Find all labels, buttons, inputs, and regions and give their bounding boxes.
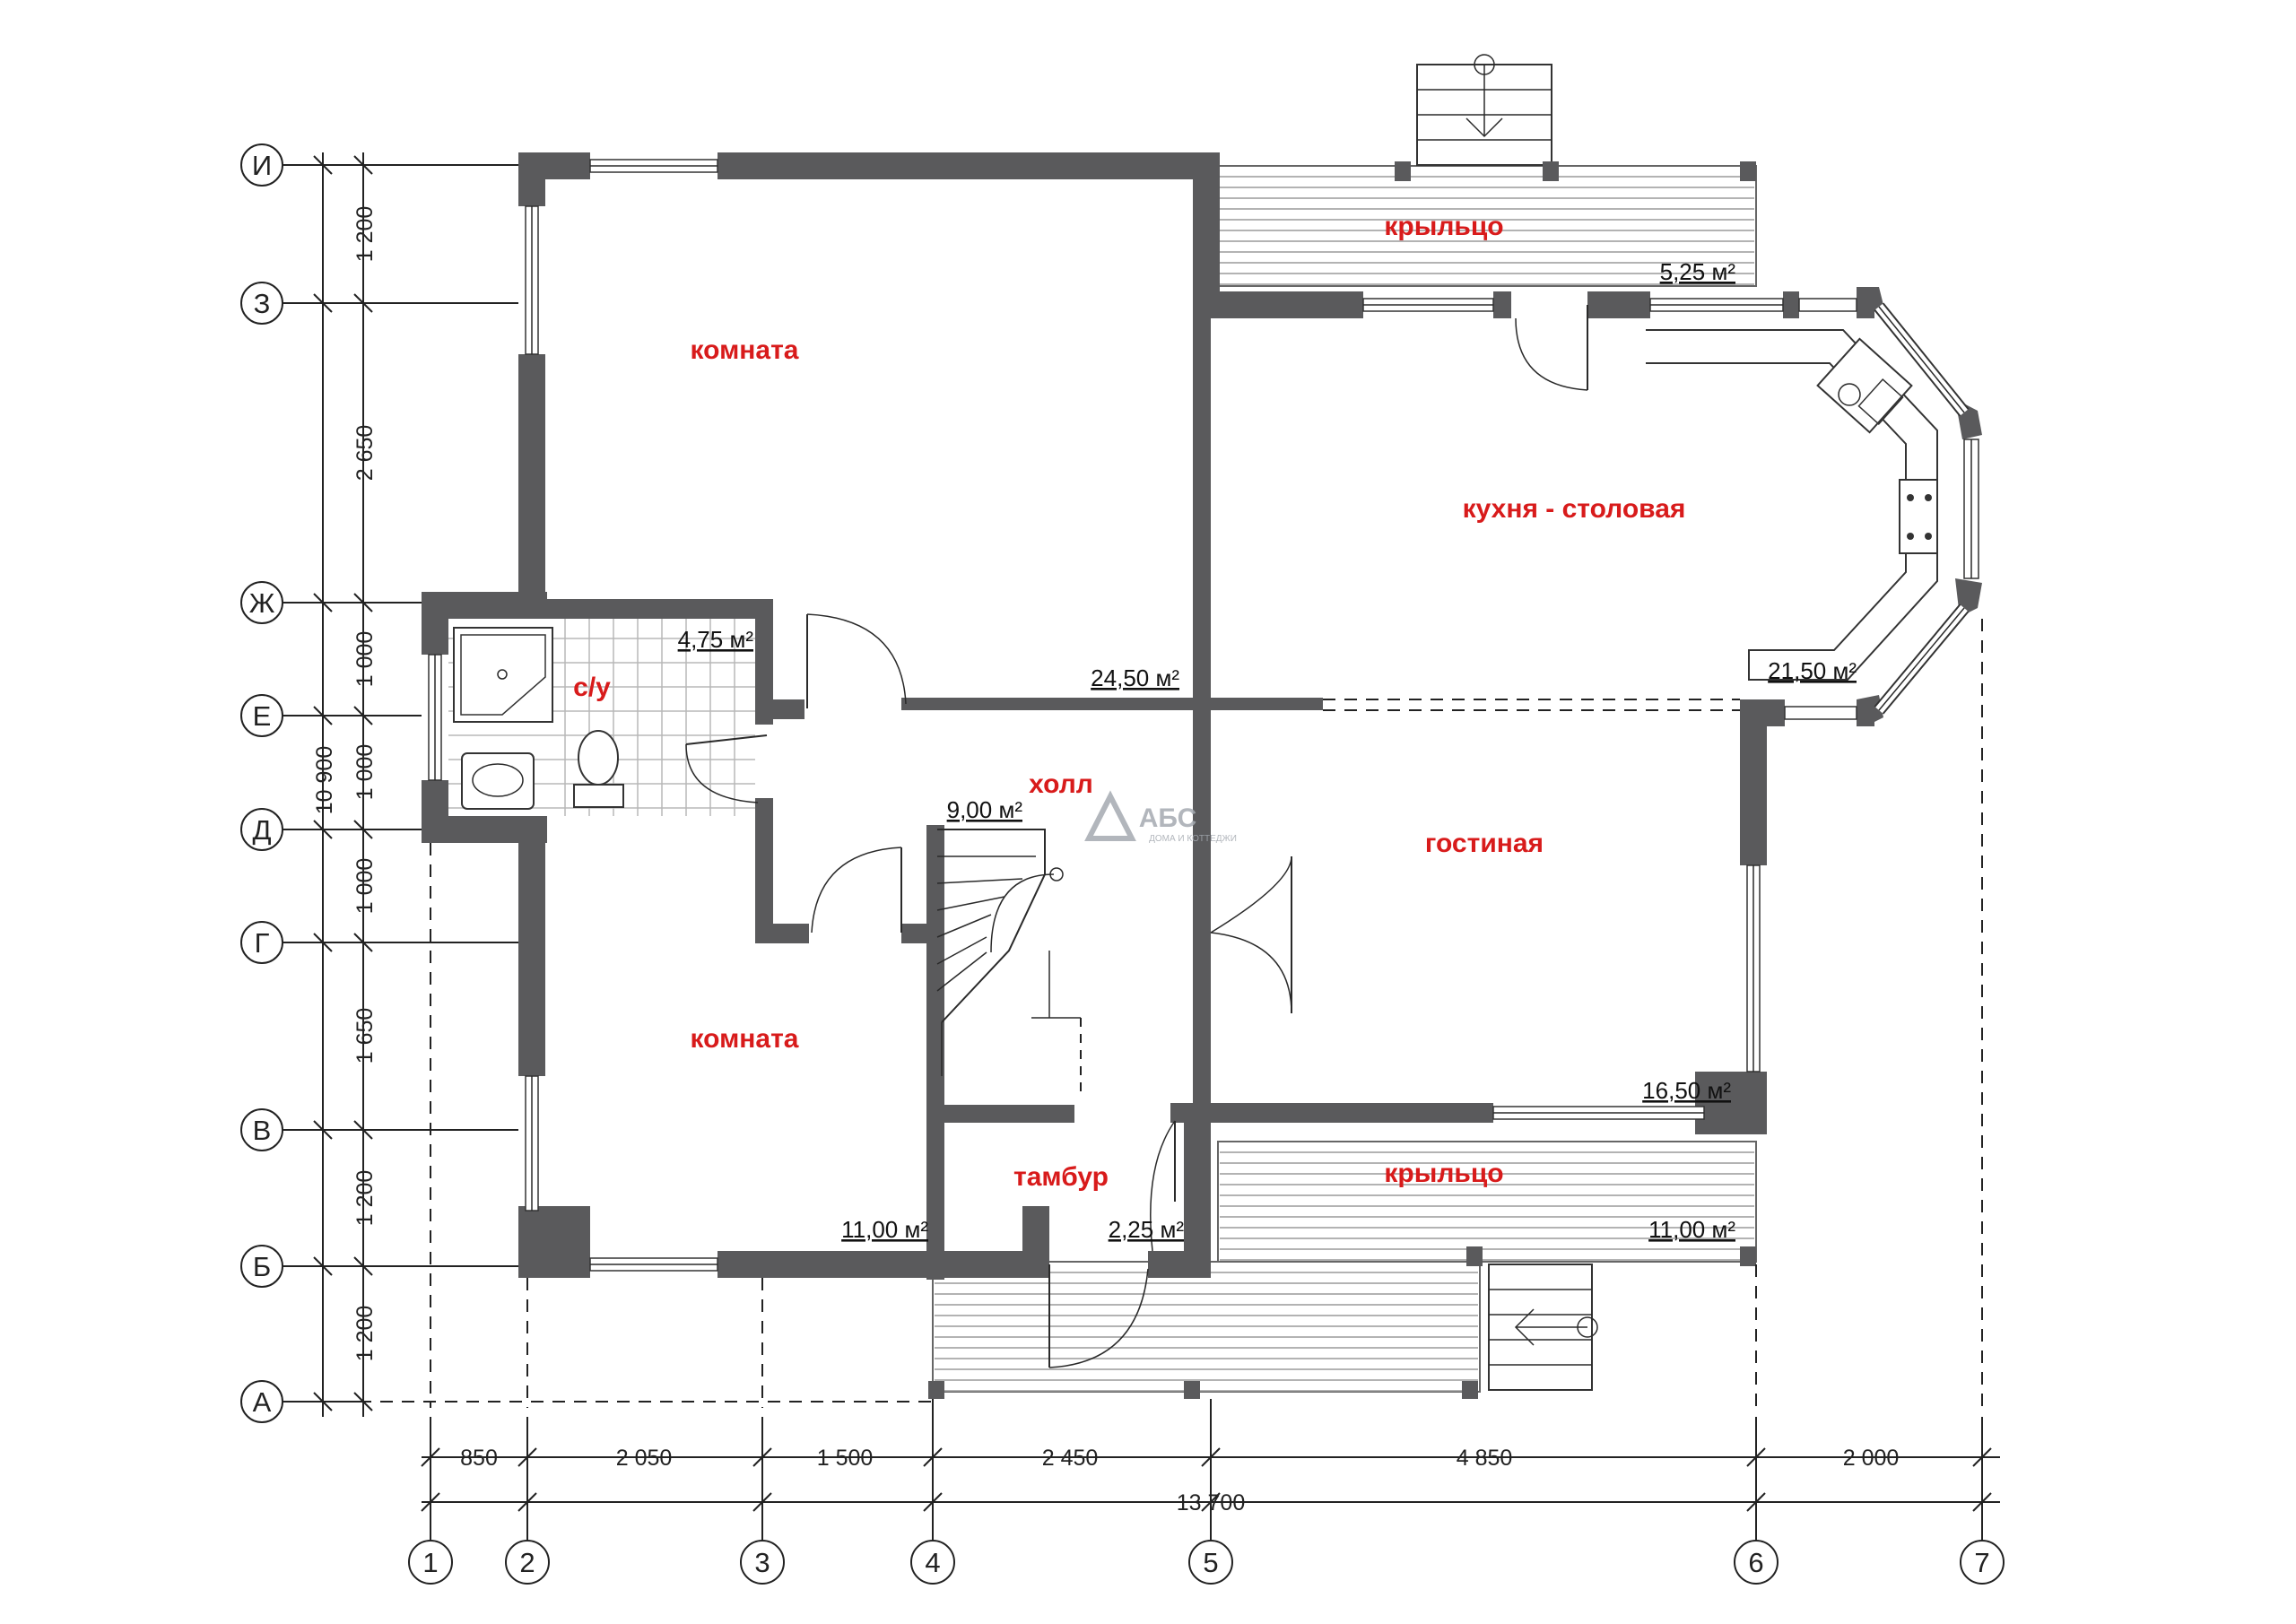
dim-v-8: 1 200	[352, 1306, 378, 1362]
axis-number-7: 7	[1974, 1547, 1989, 1578]
axis-letter-b: Б	[253, 1251, 271, 1282]
dim-v-6: 1 650	[352, 1008, 378, 1064]
doors	[685, 305, 1588, 1368]
axis-marker-i: И	[240, 143, 408, 187]
dim-h-2: 2 050	[616, 1446, 673, 1471]
logo-watermark: АБС ДОМА И КОТТЕДЖИ	[1084, 790, 1237, 844]
axis-letter-v: В	[253, 1115, 272, 1146]
axis-number-5: 5	[1203, 1547, 1218, 1578]
open-partition	[1323, 699, 1740, 711]
room-label-bathroom: с/у	[573, 673, 611, 702]
dim-h-4: 2 450	[1042, 1446, 1099, 1471]
dim-v-2: 2 650	[352, 425, 378, 482]
axis-marker-b: Б	[240, 1245, 408, 1288]
dim-v-total: 10 900	[312, 746, 337, 814]
area-kitchen-dining: 21,50 м²	[1768, 657, 1857, 684]
axis-letter-d: Д	[253, 814, 272, 846]
dim-v-1: 1 200	[352, 206, 378, 263]
porch-top-deck	[1217, 165, 1757, 287]
bathroom-fixtures	[453, 627, 624, 810]
windows	[428, 159, 1979, 1272]
logo-tagline: ДОМА И КОТТЕДЖИ	[1149, 834, 1237, 844]
logo-triangle-icon	[1084, 790, 1136, 841]
vertical-dimensions: 1 200 2 650 1 000 1 000 1 000 1 650 1 20…	[312, 206, 378, 1362]
axis-marker-zh: Ж	[240, 581, 408, 624]
letter-axis-markers: И З Ж Е Д Г В Б А	[240, 143, 408, 1423]
axis-letter-e: Е	[253, 700, 272, 732]
axis-marker-d: Д	[240, 808, 408, 851]
axis-letter-g: Г	[255, 927, 270, 959]
dim-h-1: 850	[460, 1446, 498, 1471]
dim-v-7: 1 200	[352, 1170, 378, 1227]
area-porch-bottom: 11,00 м²	[1648, 1216, 1735, 1243]
drawing-line	[353, 1392, 373, 1411]
axis-number-2: 2	[519, 1547, 535, 1578]
axis-letter-zh: Ж	[249, 587, 275, 619]
area-labels: 24,50 м² 11,00 м² 4,75 м² 9,00 м² 2,25 м…	[678, 258, 1857, 1243]
axis-number-6: 6	[1748, 1547, 1763, 1578]
number-axis-markers: 1 2 3 4 5 6 7	[408, 1399, 2005, 1585]
axis-marker-z: З	[240, 282, 408, 325]
dim-v-5: 1 000	[352, 858, 378, 915]
room-label-bottom-room: комната	[691, 1024, 799, 1054]
room-labels: комната комната с/у холл тамбур кухня - …	[573, 212, 1685, 1192]
room-label-porch-top: крыльцо	[1384, 212, 1503, 241]
area-porch-top: 5,25 м²	[1660, 258, 1736, 285]
staircase	[936, 829, 1082, 1099]
dim-h-6: 2 000	[1843, 1446, 1900, 1471]
logo-mark: АБС	[1139, 803, 1197, 833]
axis-number-1: 1	[422, 1547, 438, 1578]
porch-bottom-steps	[1488, 1264, 1598, 1391]
axis-number-3: 3	[754, 1547, 770, 1578]
axis-marker-a: А	[240, 1380, 359, 1423]
axis-number-4: 4	[925, 1547, 940, 1578]
area-hall: 9,00 м²	[947, 796, 1023, 823]
walls	[422, 152, 1982, 1399]
room-label-kitchen-dining: кухня - столовая	[1463, 494, 1686, 524]
dim-h-3: 1 500	[817, 1446, 874, 1471]
room-label-porch-bottom: крыльцо	[1384, 1159, 1503, 1188]
horizontal-dimensions: 850 2 050 1 500 2 450 4 850 2 000 13 700	[460, 1446, 1899, 1515]
axis-marker-v: В	[240, 1108, 408, 1151]
area-bottom-room: 11,00 м²	[841, 1216, 928, 1243]
room-label-vestibule: тамбур	[1013, 1162, 1109, 1192]
dim-h-5: 4 850	[1457, 1446, 1513, 1471]
axis-letter-a: А	[253, 1386, 272, 1418]
axis-marker-e: Е	[240, 694, 408, 737]
room-label-hall: холл	[1029, 769, 1093, 799]
porch-top-steps	[1416, 54, 1552, 166]
dim-v-3: 1 000	[352, 631, 378, 688]
room-label-living: гостиная	[1425, 829, 1544, 858]
axis-letter-i: И	[252, 150, 272, 181]
area-top-room: 24,50 м²	[1091, 664, 1179, 691]
grid-lines	[359, 164, 1983, 1408]
kitchen-counter	[1646, 329, 1938, 681]
area-living: 16,50 м²	[1642, 1077, 1731, 1104]
area-vestibule: 2,25 м²	[1109, 1216, 1185, 1243]
porch-bottom-deck	[932, 1141, 1757, 1393]
dim-v-4: 1 000	[352, 744, 378, 801]
room-label-top-room: комната	[691, 335, 799, 365]
axis-letter-z: З	[254, 288, 271, 319]
area-bathroom: 4,75 м²	[678, 626, 754, 653]
axis-marker-g: Г	[240, 921, 408, 964]
